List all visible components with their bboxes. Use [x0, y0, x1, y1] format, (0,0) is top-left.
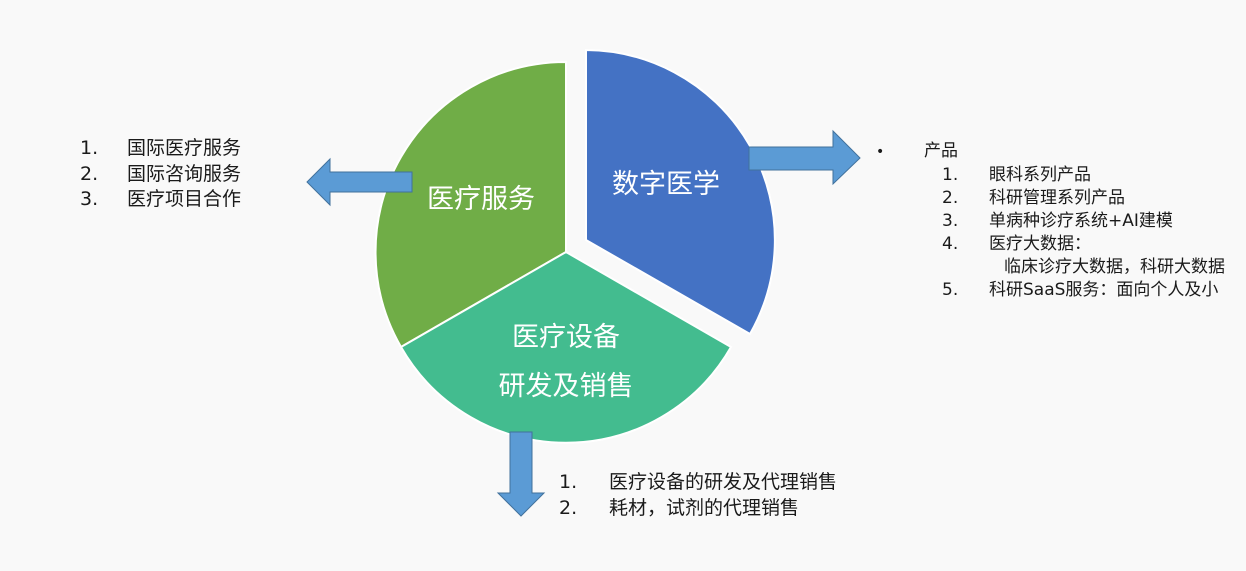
medical-service-segment[interactable]: [374, 60, 567, 349]
digital-medicine-label: 数字医学: [612, 169, 720, 200]
list-number: 2.: [80, 162, 99, 185]
medical-service-list: 1. 国际医疗服务 2. 国际咨询服务 3. 医疗项目合作: [80, 136, 241, 213]
medical-equipment-label-line2: 研发及销售: [499, 371, 634, 402]
list-item: 1. 眼科系列产品: [876, 164, 1246, 187]
list-text: 医疗项目合作: [127, 188, 242, 210]
list-number: 1.: [942, 165, 959, 185]
list-number: 2.: [559, 497, 578, 519]
list-text: 国际咨询服务: [127, 162, 242, 185]
list-item: 2. 国际咨询服务: [80, 162, 241, 188]
arrow-down: [496, 431, 546, 517]
arrow-left: [306, 157, 413, 207]
medical-equipment-list: 1. 医疗设备的研发及代理销售 2. 耗材，试剂的代理销售: [559, 469, 837, 521]
list-item: 1. 医疗设备的研发及代理销售: [559, 469, 837, 495]
list-number: 1.: [559, 471, 578, 493]
list-item: 1. 国际医疗服务: [80, 136, 241, 162]
list-number: 3.: [80, 188, 99, 210]
list-text: 科研SaaS服务：面向个人及小: [989, 280, 1219, 300]
list-item: 3. 单病种诊疗系统+AI建模: [876, 210, 1246, 233]
digital-medicine-list: • 产品 1. 眼科系列产品 2. 科研管理系列产品 3. 单病种诊疗系统+AI…: [876, 140, 1246, 302]
list-item: 5. 科研SaaS服务：面向个人及小: [876, 279, 1246, 302]
list-item: 4. 医疗大数据：: [876, 233, 1246, 256]
list-text: 耗材，试剂的代理销售: [609, 497, 800, 519]
medical-equipment-segment[interactable]: [399, 250, 733, 444]
medical-equipment-label-line1: 医疗设备: [512, 322, 620, 353]
list-text: 医疗设备的研发及代理销售: [609, 471, 838, 493]
list-number: 4.: [942, 234, 959, 254]
list-number: 1.: [80, 137, 99, 159]
list-item: 2. 科研管理系列产品: [876, 187, 1246, 210]
list-number: 3.: [942, 211, 959, 231]
list-subitem: 临床诊疗大数据，科研大数据: [1004, 257, 1225, 277]
list-text: 科研管理系列产品: [989, 188, 1125, 208]
list-text: 医疗大数据：: [989, 234, 1091, 254]
list-text: 国际医疗服务: [127, 137, 242, 159]
bullet-icon: •: [876, 144, 885, 160]
list-text: 单病种诊疗系统+AI建模: [989, 211, 1173, 231]
arrow-right: [748, 129, 861, 186]
list-number: 5.: [942, 280, 959, 300]
product-heading-row: • 产品: [876, 140, 1246, 164]
list-number: 2.: [942, 188, 959, 208]
list-item: 3. 医疗项目合作: [80, 187, 241, 213]
medical-service-label: 医疗服务: [427, 184, 535, 215]
list-item: 2. 耗材，试剂的代理销售: [559, 495, 837, 521]
product-heading: 产品: [924, 141, 958, 161]
list-text: 眼科系列产品: [989, 165, 1091, 185]
